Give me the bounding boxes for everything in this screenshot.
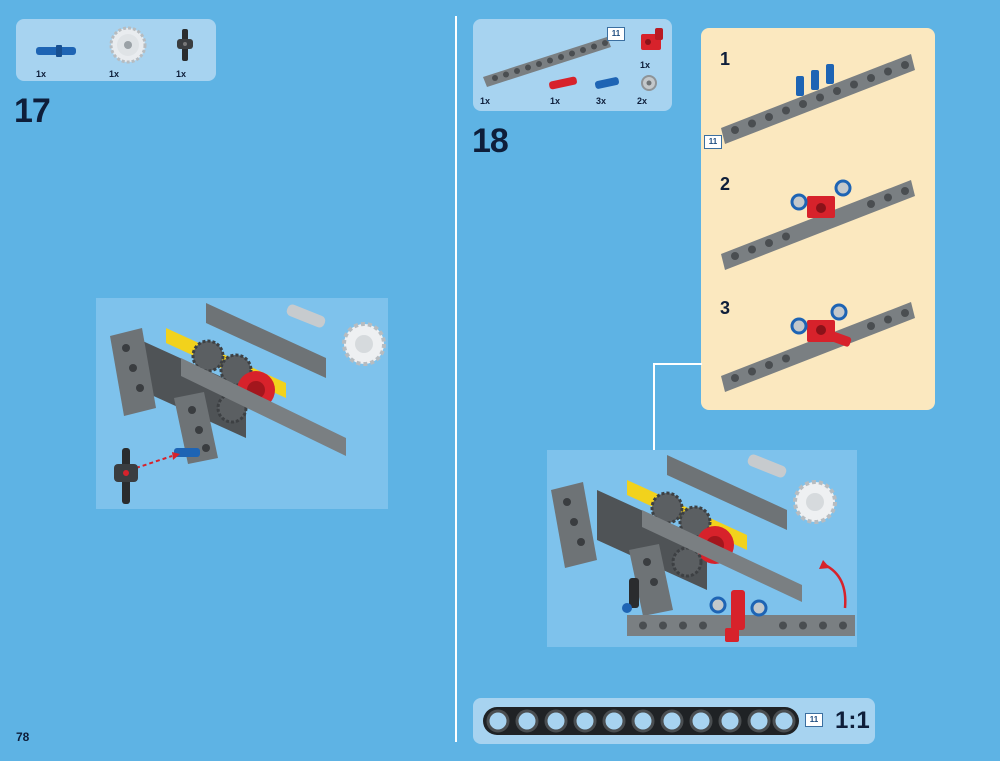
sub-step-1-illustration [721, 54, 915, 144]
part-qty: 1x [109, 69, 120, 79]
step17-assembly-illustration [110, 303, 386, 504]
step17-parts-box: 1x 1x 1x [16, 19, 216, 81]
part-qty: 1x [176, 69, 187, 79]
scale-reference-box: 11 1:1 [473, 698, 875, 744]
sub-step-number: 3 [720, 298, 731, 318]
part-qty: 1x [36, 69, 47, 79]
sub-step-number: 1 [720, 49, 731, 69]
step18-assembly-illustration [551, 454, 855, 642]
part-qty: 1x [640, 60, 651, 70]
red-pin-icon [549, 76, 577, 90]
scale-length-badge: 11 [805, 713, 823, 727]
grey-beam-icon [483, 37, 611, 87]
beam-scale-illustration [483, 707, 799, 735]
part-qty: 1x [550, 96, 561, 106]
step18-scene [547, 450, 857, 647]
part-qty: 2x [637, 96, 648, 106]
sub-beam-length-badge: 11 [704, 135, 722, 149]
part-qty: 3x [596, 96, 607, 106]
red-connector-icon [641, 28, 663, 50]
beam-length-badge: 11 [607, 27, 625, 41]
scale-label: 1:1 [835, 707, 870, 734]
page-divider [455, 16, 457, 742]
step17-number: 17 [14, 92, 51, 130]
part-qty: 1x [480, 96, 491, 106]
black-connector-icon [177, 29, 193, 61]
sub-step-number: 2 [720, 174, 731, 194]
white-gear-icon [109, 26, 147, 64]
bush-icon [641, 75, 657, 91]
step18-parts-box: 1x 11 1x 3x 2x 1x [473, 19, 672, 111]
page-number: 78 [16, 730, 30, 744]
step17-scene [96, 298, 388, 509]
blue-pin-icon [36, 45, 76, 57]
sub-step-2-illustration [721, 179, 915, 270]
step18-sub-assembly-panel: 1 11 2 3 [701, 28, 935, 410]
sub-step-3-illustration [721, 302, 915, 392]
step18-number: 18 [472, 122, 509, 160]
blue-pin-icon [594, 77, 620, 89]
